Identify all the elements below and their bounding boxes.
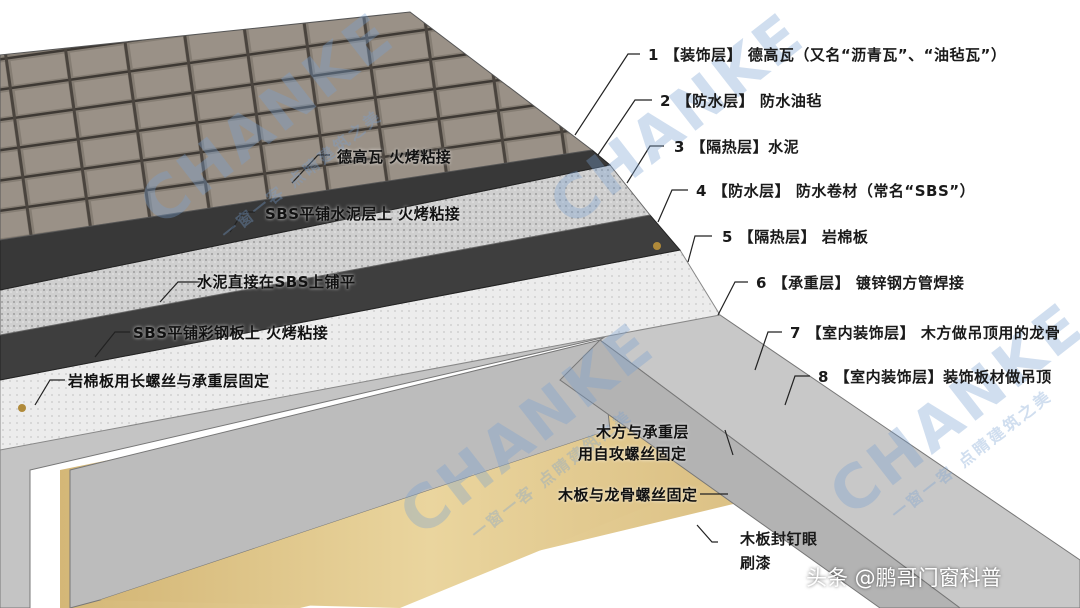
note-cement-on-sbs: 水泥直接在SBS上铺平 (197, 273, 356, 291)
layer-text: 【室内装饰层】装饰板材做吊顶 (834, 368, 1052, 386)
layer-number: 5 (722, 228, 733, 246)
shingle-layer (0, 11, 594, 241)
note-seal-line1: 木板封钉眼 (740, 530, 818, 548)
note-board-fix: 木板与龙骨螺丝固定 (558, 486, 698, 504)
note-seal-line2: 刷漆 (740, 554, 772, 572)
layer-number: 6 (756, 274, 767, 292)
note-tile-bond: 德高瓦 火烤粘接 (337, 148, 452, 166)
layer-number: 1 (648, 46, 659, 64)
layer-label-2: 2 【防水层】 防水油毡 (660, 90, 822, 111)
layer-number: 4 (696, 182, 707, 200)
layer-label-6: 6 【承重层】 镀锌钢方管焊接 (756, 272, 964, 293)
layer-label-1: 1 【装饰层】 德高瓦（又名“沥青瓦”、“油毡瓦”） (648, 44, 1006, 65)
note-sbs-on-steel: SBS平铺彩钢板上 火烤粘接 (133, 324, 329, 342)
note-wood-fix-line2: 用自攻螺丝固定 (578, 445, 687, 463)
layer-text: 【承重层】 镀锌钢方管焊接 (772, 274, 965, 292)
leader-lines (34, 53, 810, 543)
layer-text: 【防水层】 防水卷材（常名“SBS”） (712, 182, 976, 200)
note-sbs-on-cement: SBS平铺水泥层上 火烤粘接 (265, 205, 461, 223)
source-credit: 头条 @鹏哥门窗科普 (806, 566, 1002, 590)
layer-number: 7 (790, 324, 801, 342)
note-rockwool-fix: 岩棉板用长螺丝与承重层固定 (68, 372, 270, 390)
layer-text: 【装饰层】 德高瓦（又名“沥青瓦”、“油毡瓦”） (664, 46, 1007, 64)
layer-label-5: 5 【隔热层】 岩棉板 (722, 226, 868, 247)
note-wood-fix-line1: 木方与承重层 (596, 423, 690, 441)
layer-number: 8 (818, 368, 829, 386)
layer-number: 3 (674, 138, 685, 156)
layer-label-3: 3 【隔热层】水泥 (674, 136, 799, 157)
screw-head (653, 242, 661, 250)
layer-label-7: 7 【室内装饰层】 木方做吊顶用的龙骨 (790, 322, 1060, 343)
screw-head (18, 404, 26, 412)
steel-beam-right-face (559, 339, 961, 608)
layer-text: 【隔热层】 岩棉板 (738, 228, 869, 246)
layer-number: 2 (660, 92, 671, 110)
layer-label-8: 8 【室内装饰层】装饰板材做吊顶 (818, 366, 1052, 387)
layer-label-4: 4 【防水层】 防水卷材（常名“SBS”） (696, 180, 975, 201)
layer-text: 【防水层】 防水油毡 (676, 92, 822, 110)
wood-ceiling-lower (100, 395, 760, 608)
layer-text: 【室内装饰层】 木方做吊顶用的龙骨 (806, 324, 1061, 342)
layer-text: 【隔热层】水泥 (690, 138, 800, 156)
